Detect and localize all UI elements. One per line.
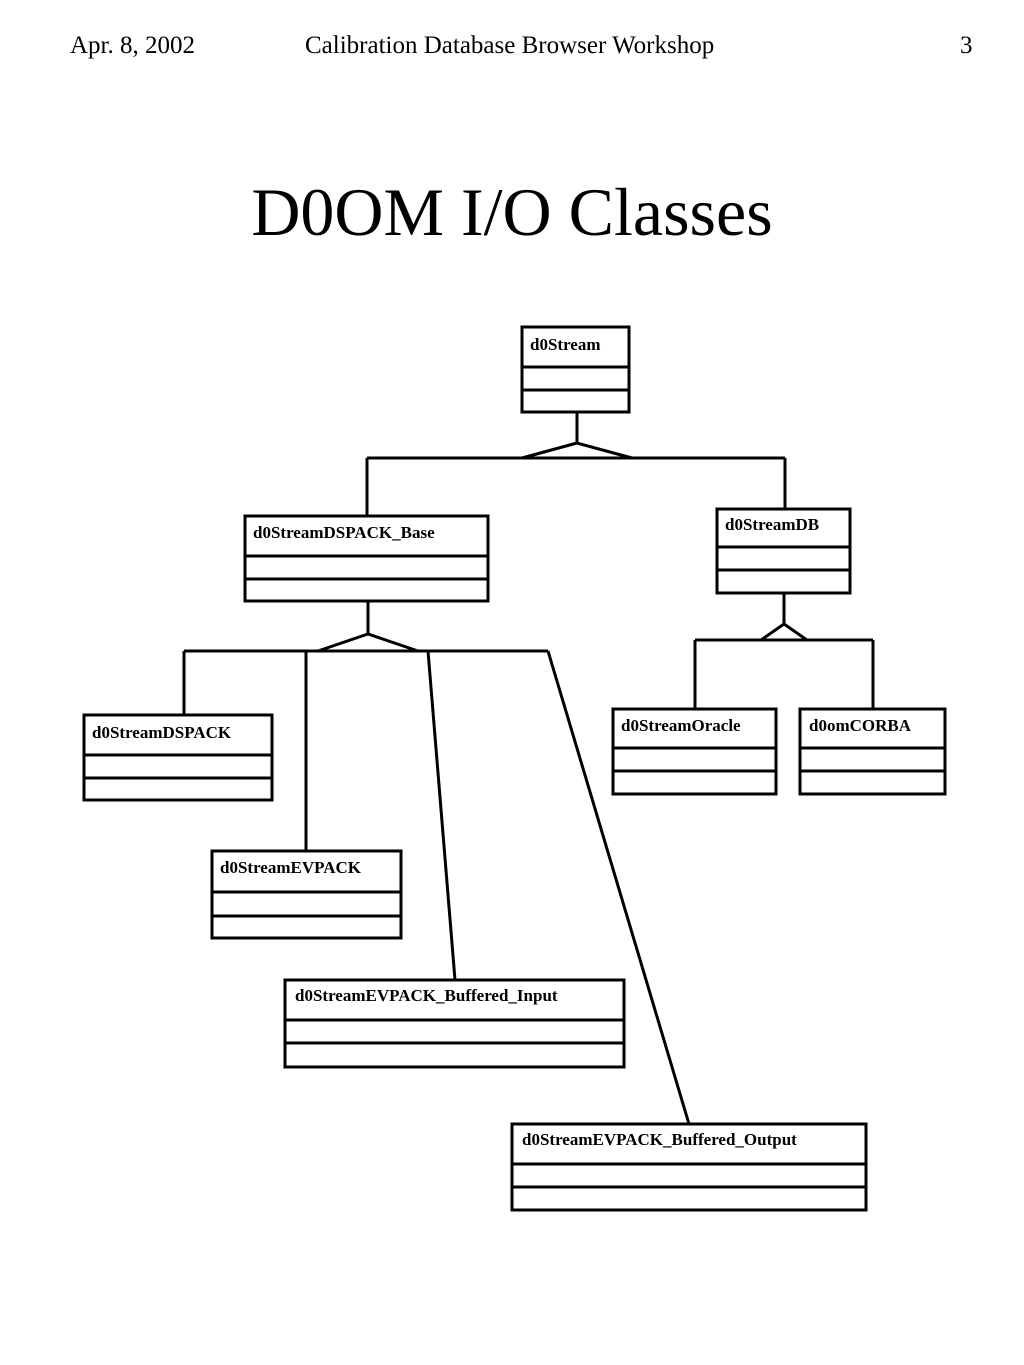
- header-title: Calibration Database Browser Workshop: [305, 32, 715, 59]
- class-name: d0omCORBA: [809, 716, 912, 735]
- class-name: d0StreamDSPACK_Base: [253, 523, 435, 542]
- class-name: d0StreamDSPACK: [92, 723, 232, 742]
- class-name: d0StreamEVPACK_Buffered_Input: [295, 986, 558, 1005]
- class-box-d0streamdb: d0StreamDB: [715, 507, 852, 595]
- slide-title: D0OM I/O Classes: [251, 174, 773, 250]
- generalization-arrow: [521, 441, 633, 460]
- class-box-d0omcorba: d0omCORBA: [798, 707, 947, 796]
- class-name: d0StreamOracle: [621, 716, 741, 735]
- class-box-d0streamoracle: d0StreamOracle: [611, 707, 778, 796]
- class-box-d0streamevpack-buffered-output: d0StreamEVPACK_Buffered_Output: [510, 1122, 868, 1212]
- header-date: Apr. 8, 2002: [70, 32, 195, 59]
- class-name: d0StreamDB: [725, 515, 819, 534]
- class-box-d0streamdspack: d0StreamDSPACK: [82, 713, 274, 802]
- inheritance-connectors: [182, 412, 875, 1125]
- class-name: d0Stream: [530, 335, 601, 354]
- page-number: 3: [960, 32, 973, 59]
- class-box-d0streamevpack: d0StreamEVPACK: [210, 849, 403, 940]
- connector: [546, 650, 691, 1125]
- connector: [426, 650, 457, 981]
- generalization-arrow: [756, 622, 812, 642]
- class-box-d0stream: d0Stream: [520, 325, 631, 414]
- class-name: d0StreamEVPACK_Buffered_Output: [522, 1130, 797, 1149]
- class-name: d0StreamEVPACK: [220, 858, 362, 877]
- class-box-d0streamevpack-buffered-input: d0StreamEVPACK_Buffered_Input: [283, 978, 626, 1069]
- generalization-arrow: [317, 632, 419, 653]
- class-box-d0streamdspack-base: d0StreamDSPACK_Base: [243, 514, 490, 603]
